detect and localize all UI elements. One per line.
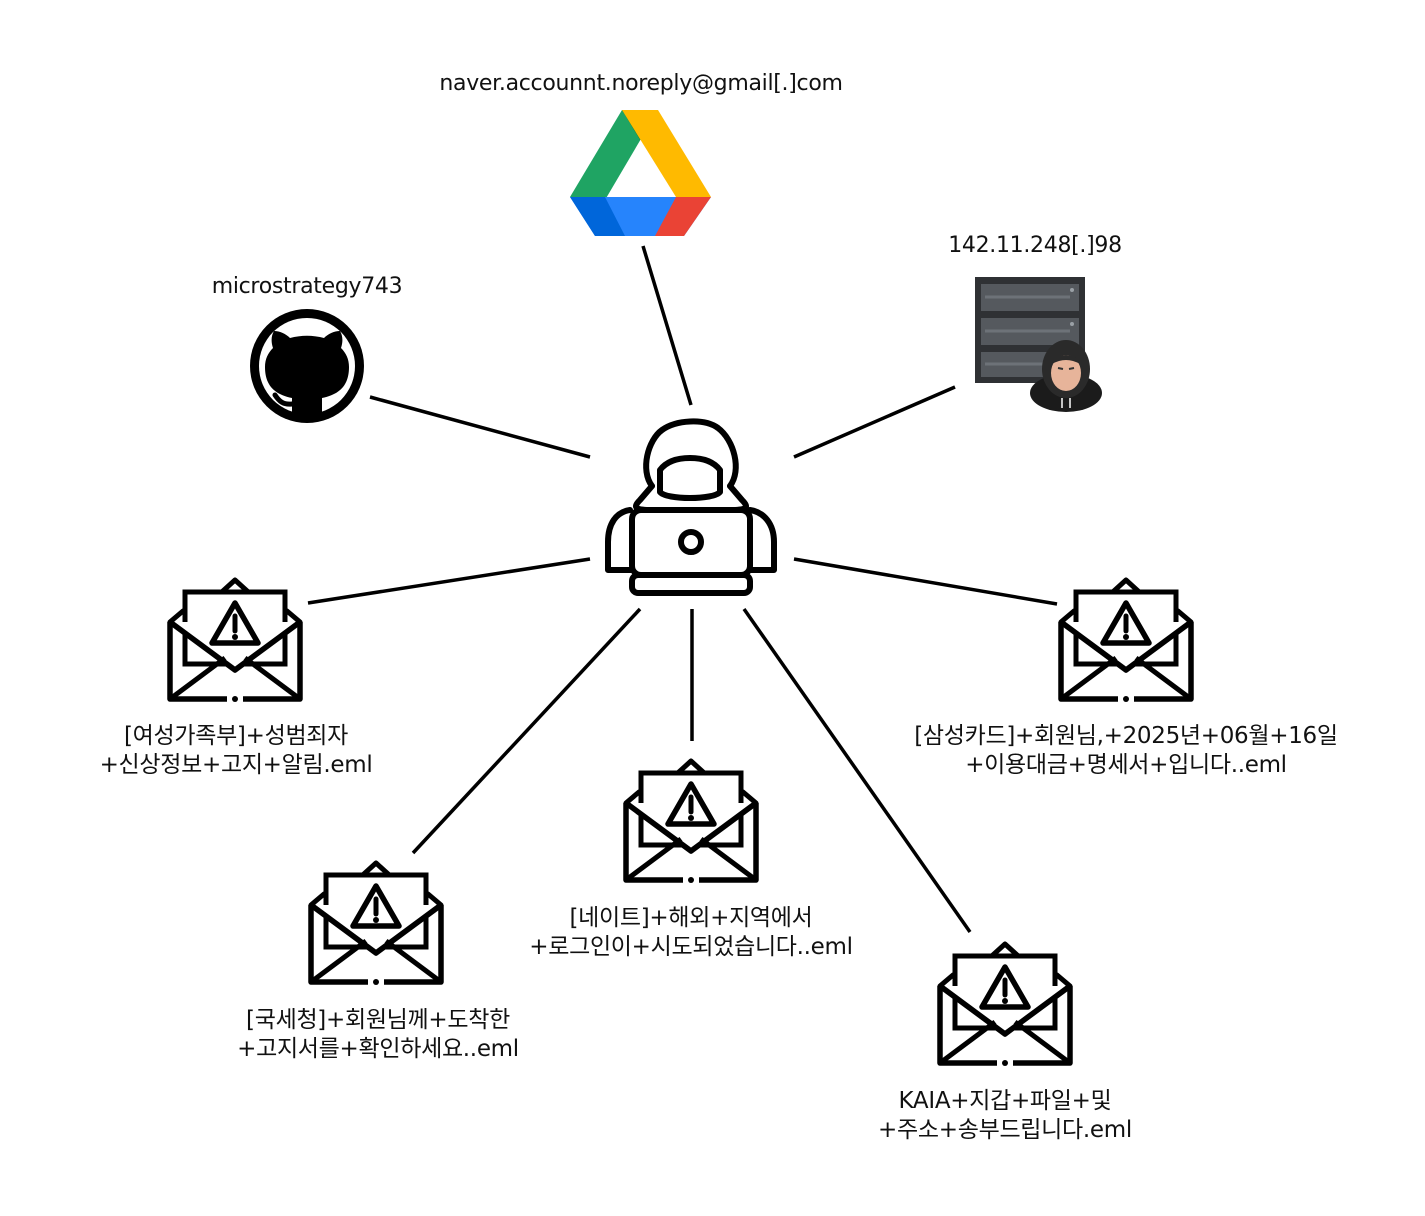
google-drive-icon <box>570 110 711 236</box>
email-4-line2: +주소+송부드립니다.eml <box>878 1117 1132 1143</box>
github-account-label: microstrategy743 <box>211 274 403 299</box>
github-icon <box>250 309 364 423</box>
phishing-email-icon <box>311 863 441 988</box>
email-2-line1: [국세청]+회원님께+도착한 <box>246 1007 510 1033</box>
phishing-email-icon <box>940 944 1070 1069</box>
phishing-email-icon <box>170 580 300 705</box>
gdrive-account-label: naver.accounnt.noreply@gmail[.]com <box>439 71 843 96</box>
email-1-line1: [여성가족부]+성범죄자 <box>123 723 349 749</box>
server-ip-label: 142.11.248[.]98 <box>948 233 1122 258</box>
email-4-line1: KAIA+지갑+파일+및 <box>898 1088 1112 1114</box>
edge-hacker-server <box>793 385 956 459</box>
edge-hacker-github <box>369 395 591 459</box>
email-3-label: [네이트]+해외+지역에서 +로그인이+시도되었습니다..eml <box>529 904 853 962</box>
email-2-line2: +고지서를+확인하세요..eml <box>237 1036 519 1062</box>
email-3-line2: +로그인이+시도되었습니다..eml <box>529 934 853 960</box>
email-2-label: [국세청]+회원님께+도착한 +고지서를+확인하세요..eml <box>237 1006 519 1064</box>
hacker-laptop-icon <box>605 418 777 596</box>
email-3-line1: [네이트]+해외+지역에서 <box>569 905 813 931</box>
email-5-line2: +이용대금+명세서+입니다..eml <box>965 752 1287 778</box>
phishing-email-icon <box>626 761 756 886</box>
phishing-email-icon <box>1061 580 1191 705</box>
edge-hacker-email-5 <box>793 557 1058 606</box>
email-5-line1: [삼성카드]+회원님,+2025년+06월+16일 <box>914 723 1338 749</box>
edge-hacker-email-4 <box>742 607 972 934</box>
email-1-label: [여성가족부]+성범죄자 +신상정보+고지+알림.eml <box>100 722 373 780</box>
server-hacker-icon <box>975 277 1102 412</box>
edge-hacker-gdrive <box>641 245 693 406</box>
email-1-line2: +신상정보+고지+알림.eml <box>99 752 373 778</box>
connectors <box>307 245 1058 934</box>
email-4-label: KAIA+지갑+파일+및 +주소+송부드립니다.eml <box>878 1087 1132 1145</box>
edge-hacker-email-2 <box>411 607 642 855</box>
edge-hacker-email-1 <box>307 557 591 605</box>
email-5-label: [삼성카드]+회원님,+2025년+06월+16일 +이용대금+명세서+입니다.… <box>914 722 1338 780</box>
